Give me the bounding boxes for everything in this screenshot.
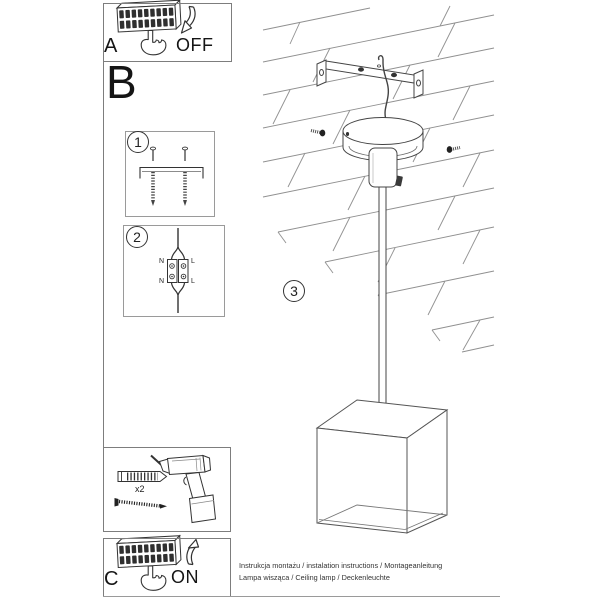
screw-icon <box>114 498 167 509</box>
wire-label-n-top: N <box>159 258 164 265</box>
cube-shade-icon <box>315 399 449 534</box>
wire-label-l-top: L <box>191 258 195 265</box>
mounting-bracket-icon <box>316 59 424 99</box>
tools-frame <box>103 447 231 532</box>
step-2-frame <box>123 225 225 317</box>
power-off-label: OFF <box>176 35 214 55</box>
wall-plug-count-label: x2 <box>135 484 145 494</box>
step-1-frame <box>125 131 215 217</box>
panel-c-frame <box>103 538 231 597</box>
section-b-left-border <box>103 62 104 447</box>
bracket-kit-icon <box>139 146 204 206</box>
suspension-wire-icon <box>377 55 390 119</box>
step-number-2: 2 <box>126 226 148 248</box>
canopy-icon <box>342 117 424 188</box>
step-number-3: 3 <box>283 280 305 302</box>
footer-line-2: Lampa wisząca / Ceiling lamp / Deckenleu… <box>239 573 390 582</box>
hand-press-icon <box>140 29 167 56</box>
arrow-down-icon <box>180 5 196 34</box>
power-on-label: ON <box>171 567 199 587</box>
section-label-c: C <box>104 568 119 590</box>
rod-icon <box>378 186 387 406</box>
wall-plug-icon <box>117 471 168 482</box>
section-label-b: B <box>106 56 137 108</box>
step-number-1: 1 <box>127 131 149 153</box>
footer-line-1: Instrukcja montażu / instalation instruc… <box>239 561 443 570</box>
terminal-block-icon: N L N L <box>159 228 195 313</box>
canopy-screw-right-icon <box>446 145 461 153</box>
footer-text: Instrukcja montażu / instalation instruc… <box>239 560 442 584</box>
canopy-screw-left-icon <box>310 128 326 137</box>
panel-a-frame <box>103 3 232 62</box>
arrow-up-icon <box>186 538 200 566</box>
footer-rule <box>103 596 500 597</box>
section-label-a: A <box>104 35 118 57</box>
fuse-panel-icon <box>115 0 182 56</box>
drill-icon <box>150 454 217 524</box>
wire-label-l-bottom: L <box>191 278 195 285</box>
wire-label-n-bottom: N <box>159 278 164 285</box>
